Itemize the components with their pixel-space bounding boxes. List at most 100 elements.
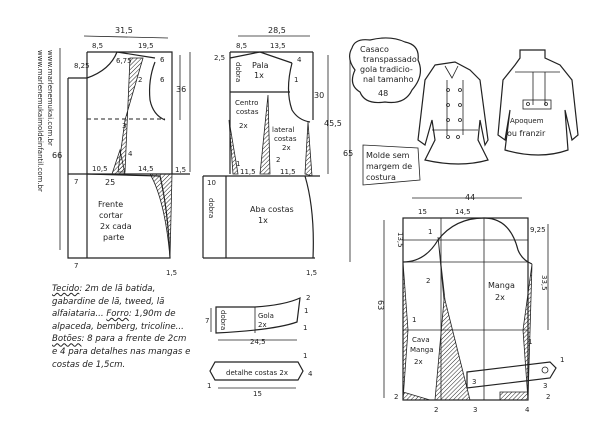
buttons-text: : 8 para a frente de 2cm e 4 para detalh… [52, 334, 191, 370]
measurement-label: 6,75 [116, 57, 132, 65]
measurement-label: 1x [254, 71, 264, 80]
measurement-label: 3 [472, 378, 476, 386]
measurement-label: 8,25 [74, 62, 90, 70]
measurement-label: 7 [74, 178, 78, 186]
measurement-label: 2 [394, 393, 398, 401]
measurement-label: cortar [99, 211, 124, 220]
measurement-label: 10,5 [92, 165, 108, 173]
back-pattern [202, 35, 329, 259]
lining-text: : 1,90m de alpaceda, bemberg, tricoline.… [52, 309, 184, 332]
measurement-label: 7 [205, 317, 209, 325]
coat-back-sketch: Apoquem ou franzir [497, 49, 579, 156]
measurement-label: 1 [412, 316, 416, 324]
materials-notes: Tecido: 2m de lã batida, gabardine de lã… [52, 283, 192, 371]
measurement-label: Cava [412, 336, 430, 344]
measurement-label: 6 [160, 76, 165, 84]
measurement-label: 2,5 [214, 54, 225, 62]
measurement-label: 1 [304, 307, 308, 315]
back-detail-pattern: detalhe costas 2x 15 4 1 1 [207, 352, 313, 398]
measurement-label: ou franzir [507, 129, 546, 138]
measurement-label: 13,5 [396, 232, 404, 248]
measurement-label: dobra [207, 198, 215, 218]
measurement-label: Molde sem [366, 151, 410, 160]
measurement-label: 2x [239, 122, 248, 130]
measurement-label: 3 [473, 406, 477, 414]
sleeve-measurements: 65 44 15 14,5 13,5 9,25 63 33,5 1 2 Mang… [343, 149, 564, 414]
back-measurements: 28,5 8,5 13,5 2,5 4 dobra Pala 1x 1 30 4… [207, 26, 342, 277]
measurement-label: 1 [294, 76, 298, 84]
website-1: www.marlenemukai.com.br [46, 50, 54, 146]
measurement-label: 1 [560, 356, 564, 364]
measurement-label: Pala [252, 61, 269, 70]
measurement-label: 45,5 [324, 119, 342, 128]
measurement-label: 2 [434, 406, 438, 414]
measurement-label: Centro [235, 99, 258, 107]
measurement-label: 2x [414, 358, 423, 366]
measurement-label: Manga [488, 281, 515, 290]
measurement-label: dobra [234, 62, 242, 82]
measurement-label: 13,5 [270, 42, 286, 50]
measurement-label: 10 [207, 179, 216, 187]
measurement-label: costura [366, 173, 396, 182]
measurement-label: 4 [525, 406, 530, 414]
measurement-label: 2x cada [100, 222, 132, 231]
website-2: www.marlenemukaimoldeinfantil.com.br [36, 50, 44, 192]
measurement-label: 1 [428, 228, 432, 236]
measurement-label: 1 [236, 160, 240, 168]
measurement-label: 1,5 [306, 269, 317, 277]
measurement-label: 14,5 [455, 208, 471, 216]
measurement-label: 36 [176, 85, 186, 94]
fabric-text: : 2m de lã batida, gabardine de lã, twee… [52, 284, 165, 320]
measurement-label: 4 [308, 370, 313, 378]
measurement-label: 1 [207, 382, 211, 390]
measurement-label: 4 [297, 56, 302, 64]
measurement-label: 1,5 [166, 269, 177, 277]
measurement-label: 2 [276, 156, 280, 164]
measurement-label: 2 [426, 277, 430, 285]
sleeve-pattern [349, 60, 557, 401]
measurement-label: 6 [160, 56, 165, 64]
measurement-label: 33,5 [540, 275, 548, 291]
measurement-label: nal tamanho [363, 75, 414, 84]
measurement-label: 2x [282, 144, 291, 152]
measurement-label: 15 [418, 208, 427, 216]
measurement-label: margem de [366, 162, 412, 171]
measurement-label: 4 [128, 150, 133, 158]
measurement-label: Frente [98, 200, 123, 209]
measurement-label: 2 [138, 76, 142, 84]
measurement-label: 2 [306, 294, 310, 302]
measurement-label: 25 [105, 178, 115, 187]
measurement-label: 2 [546, 393, 550, 401]
measurement-label: Manga [410, 346, 434, 354]
measurement-label: 65 [343, 149, 353, 158]
measurement-label: 14,5 [138, 165, 154, 173]
coat-front-sketch [417, 61, 489, 165]
measurement-label: lateral [272, 126, 294, 134]
measurement-label: 1 [303, 324, 307, 332]
back-note: Apoquem [510, 117, 544, 125]
measurement-label: 2x [495, 293, 505, 302]
measurement-label: 44 [465, 193, 475, 202]
measurement-label: 3 [122, 122, 126, 130]
measurement-label: detalhe costas 2x [226, 369, 288, 377]
measurement-label: 1x [258, 216, 268, 225]
measurement-label: 1 [303, 352, 307, 360]
measurement-label: 8,5 [236, 42, 247, 50]
seam-allowance-note: Molde sem margem de costura [362, 144, 421, 186]
buttons-label: Botões [52, 334, 82, 345]
front-measurements: 31,5 8,5 19,5 8,25 6,75 2 6 6 36 66 3 4 … [52, 26, 186, 277]
measurement-label: 3 [543, 382, 547, 390]
measurement-label: 11,5 [240, 168, 256, 176]
measurement-label: 30 [314, 91, 324, 100]
measurement-label: 7 [74, 262, 78, 270]
measurement-label: 63 [376, 300, 385, 310]
measurement-label: 28,5 [268, 26, 286, 35]
measurement-label: dobra [219, 310, 227, 330]
measurement-label: 66 [52, 151, 62, 160]
measurement-label: Aba costas [250, 205, 294, 214]
lining-label: Forro [106, 309, 129, 320]
collar-pattern: 7 dobra Gola 2x 24,5 2 1 1 [205, 294, 310, 346]
measurement-label: Gola [258, 312, 274, 320]
measurement-label: 15 [253, 390, 262, 398]
